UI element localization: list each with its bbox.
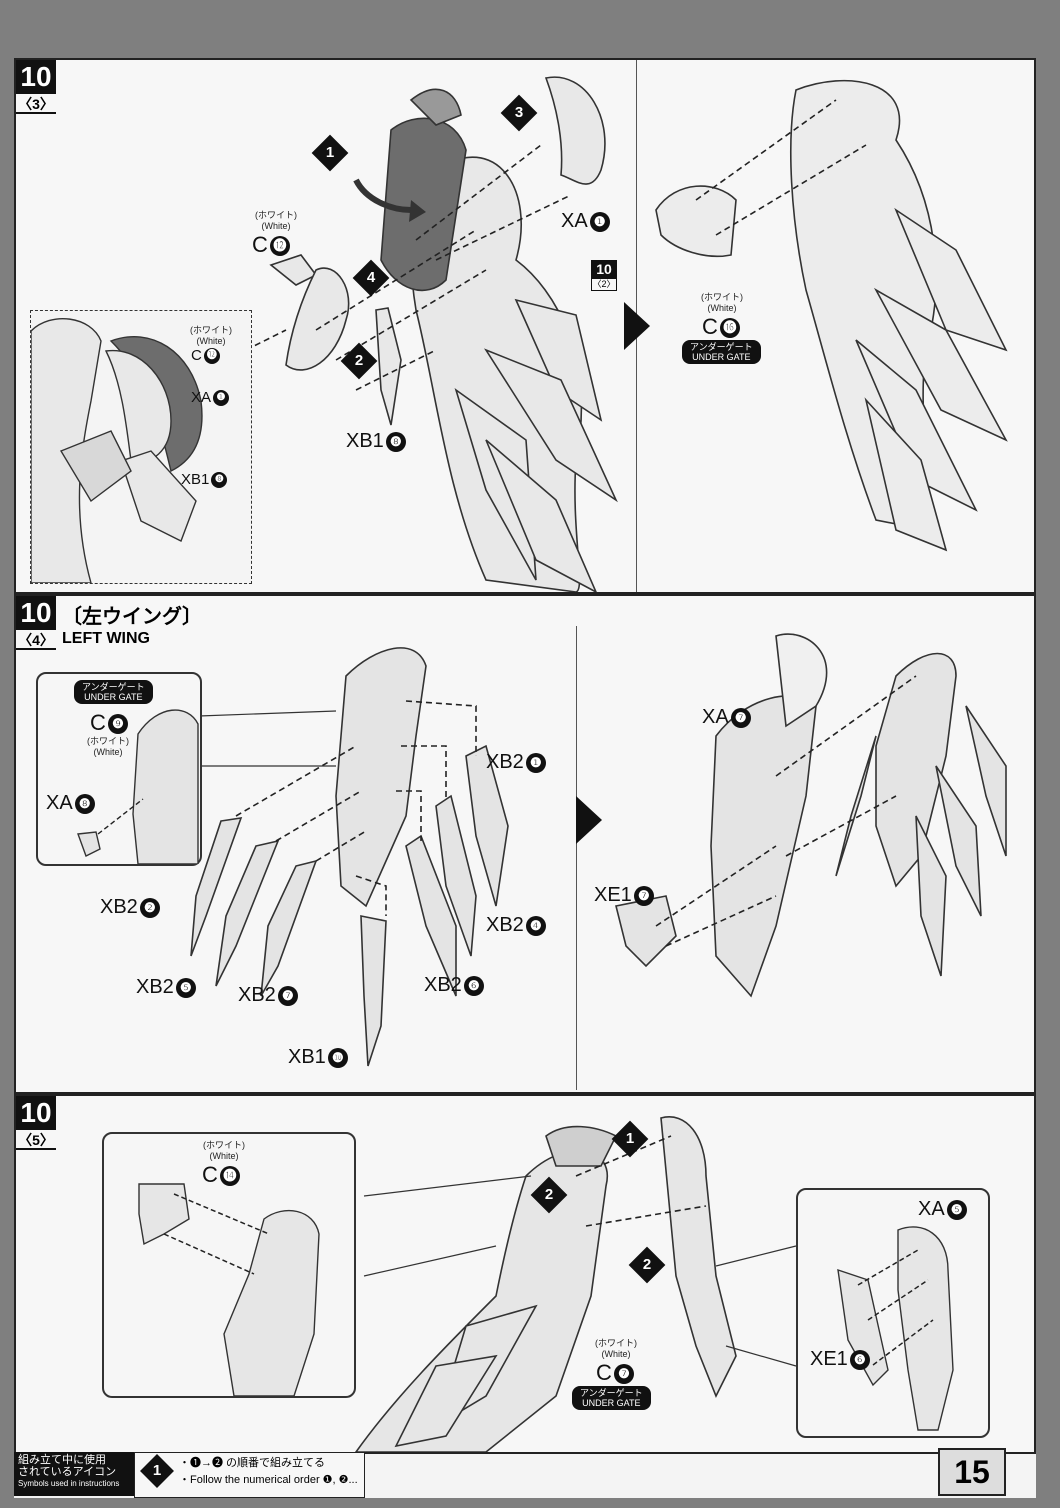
sequence-marker-1: 1 [311, 134, 349, 172]
c9-color-en: (White) [93, 747, 123, 757]
c9-color-jp: (ホワイト) [87, 736, 129, 746]
c14-color-jp: (ホワイト) [203, 1140, 245, 1150]
next-arrow [576, 796, 602, 844]
instruction-page: 10 〈3〉 [14, 58, 1036, 1498]
sequence-marker-2a: 2 [530, 1176, 568, 1214]
step-panel-10-4: 10 〈4〉 〔左ウイング〕 LEFT WING [14, 594, 1036, 1094]
step-number: 10 [16, 596, 56, 630]
c14-color-en: (White) [209, 1151, 239, 1161]
c12-color-jp: (ホワイト) [255, 210, 297, 220]
panel-divider [576, 626, 577, 1090]
next-arrow [624, 302, 650, 350]
sequence-marker-3: 3 [500, 94, 538, 132]
inset-c12-color-jp: (ホワイト) [190, 325, 232, 335]
wing-assembly-drawing [245, 76, 1008, 592]
left-wing-drawing [190, 633, 1007, 1067]
page-number: 15 [938, 1448, 1006, 1496]
step-number: 10 [16, 1096, 56, 1130]
step-panel-10-3: 10 〈3〉 [14, 58, 1036, 594]
sequence-marker-1: 1 [611, 1120, 649, 1158]
inset-c12-color-en: (White) [196, 336, 226, 346]
step-panel-10-5: 10 〈5〉 [14, 1094, 1036, 1454]
icon-legend-title: 組み立て中に使用 されているアイコン Symbols used in instr… [14, 1452, 134, 1496]
sequence-marker-2: 2 [340, 342, 378, 380]
substep-number: 〈4〉 [16, 632, 56, 650]
sequence-marker-2b: 2 [628, 1246, 666, 1284]
c16-color-jp: (ホワイト) [701, 292, 743, 302]
substep-number: 〈5〉 [16, 1132, 56, 1150]
section-title-en: LEFT WING [62, 630, 150, 647]
c12-color-en: (White) [261, 221, 291, 231]
order-icon: 1 [140, 1454, 174, 1488]
legend-line-jp: ・❶→❷ の順番で組み立てる [179, 1457, 326, 1469]
c16-color-en: (White) [707, 303, 737, 313]
substep-number: 〈3〉 [16, 96, 56, 114]
section-title-jp: 〔左ウイング〕 [62, 606, 202, 628]
c7-color-en: (White) [601, 1349, 631, 1359]
icon-legend-body: 1 ・❶→❷ の順番で組み立てる ・Follow the numerical o… [134, 1452, 365, 1498]
c7-color-jp: (ホワイト) [595, 1338, 637, 1348]
wing-assembly-drawing [355, 1116, 797, 1452]
legend-line-en: ・Follow the numerical order ❶, ❷... [179, 1474, 358, 1486]
footer: 組み立て中に使用 されているアイコン Symbols used in instr… [14, 1448, 1036, 1498]
step-number: 10 [16, 60, 56, 94]
reference-step: 10 〈2〉 [591, 260, 617, 291]
sequence-marker-4: 4 [352, 259, 390, 297]
